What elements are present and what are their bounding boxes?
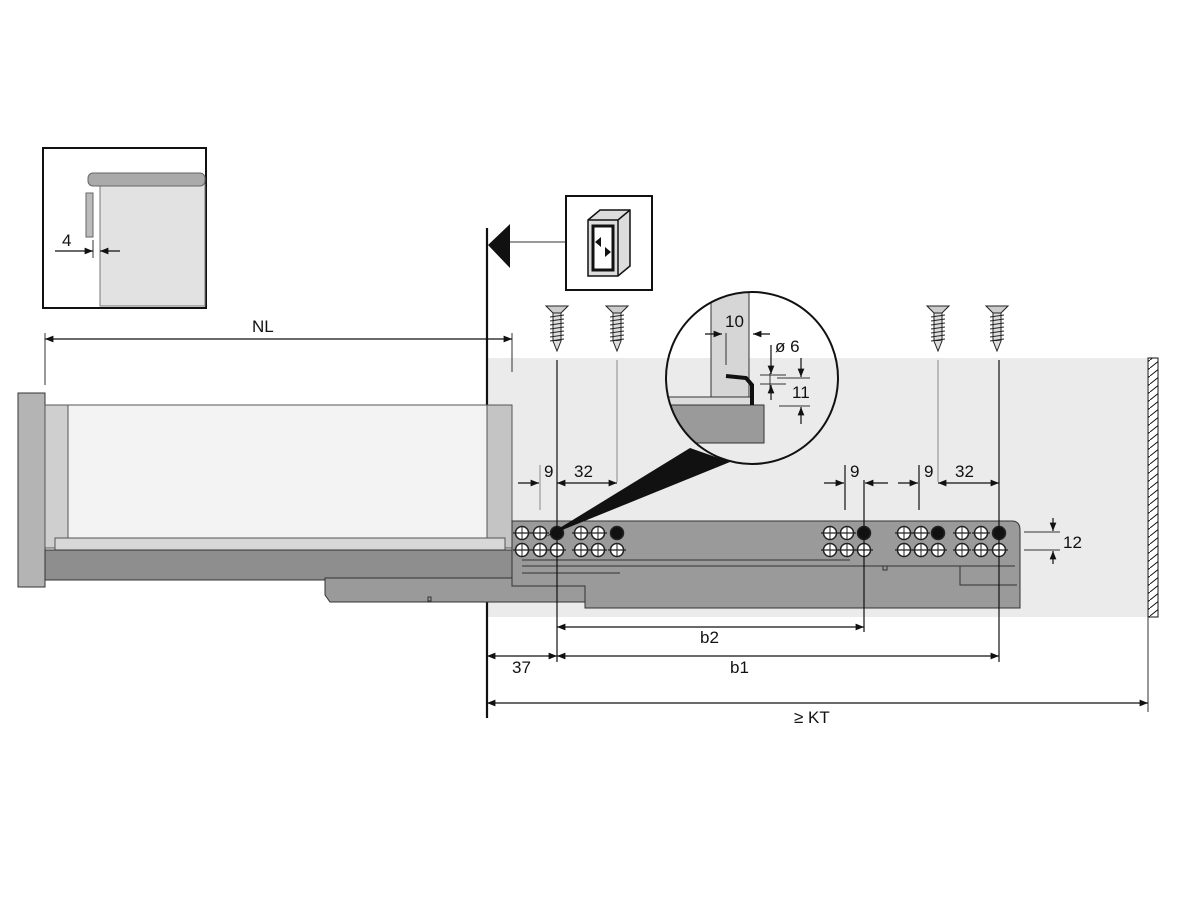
hole-icon (838, 542, 856, 558)
hole-icon (953, 542, 971, 558)
hole-icon (912, 525, 930, 541)
hole-icon (608, 542, 626, 558)
front-spacing-label: 32 (574, 462, 593, 481)
screw-icon (984, 305, 1010, 353)
b1-label: b1 (730, 658, 749, 677)
cabinet-back-wall (1147, 357, 1159, 618)
hole-icon (930, 525, 946, 541)
nl-label: NL (252, 317, 274, 336)
hole-icon (895, 542, 913, 558)
rear-offset-label: 9 (924, 462, 933, 481)
hole-icon (572, 525, 590, 541)
magnified-detail: 10 ø 6 11 (545, 291, 839, 537)
screw-icon (925, 305, 951, 353)
length-dimensions: b2 37 b1 ≥ KT (487, 617, 1149, 727)
hole-icon (513, 542, 531, 558)
hole-icon (513, 525, 531, 541)
hole-icon (531, 542, 549, 558)
screw-icon (604, 305, 630, 353)
hole-icon (589, 542, 607, 558)
detail-width-label: 10 (725, 312, 744, 331)
hole-icon (572, 542, 590, 558)
inset-gap-label: 4 (62, 231, 71, 250)
mid-offset-label: 9 (850, 462, 859, 481)
hole-icon (589, 525, 607, 541)
hole-icon (895, 525, 913, 541)
hole-icon (929, 542, 947, 558)
hole-icon (821, 542, 839, 558)
runner-holes (513, 525, 1008, 558)
detail-diameter-label: ø 6 (775, 337, 800, 356)
hole-icon (972, 525, 990, 541)
screws (544, 305, 1010, 353)
b2-label: b2 (700, 628, 719, 647)
hole-icon (531, 525, 549, 541)
kt-label: ≥ KT (794, 708, 830, 727)
cabinet-icon (565, 195, 653, 291)
hole-icon (972, 542, 990, 558)
row-spacing-label: 12 (1063, 533, 1082, 552)
hole-icon (609, 525, 625, 541)
rear-spacing-label: 32 (955, 462, 974, 481)
drawer (17, 392, 523, 588)
hole-icon (838, 525, 856, 541)
setback-label: 37 (512, 658, 531, 677)
inset-detail: 4 (42, 147, 207, 309)
runner (324, 520, 1021, 609)
hole-spacing-dimensions: 9 32 9 9 32 12 (518, 462, 1082, 564)
reference-marker-icon (488, 224, 510, 268)
screw-icon (544, 305, 570, 353)
detail-height-label: 11 (792, 383, 810, 402)
hole-icon (953, 525, 971, 541)
nl-dimension: NL (44, 317, 513, 385)
hole-icon (912, 542, 930, 558)
hole-icon (821, 525, 839, 541)
front-offset-label: 9 (544, 462, 553, 481)
